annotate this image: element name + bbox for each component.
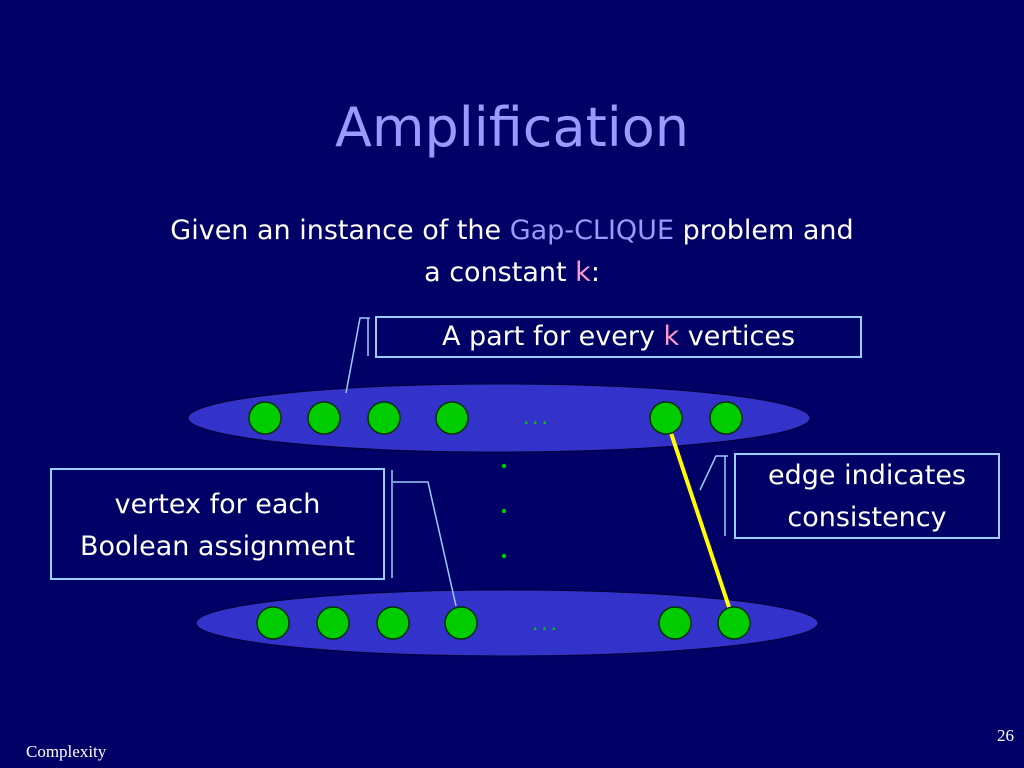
intro-text-fragment: Given an instance of the bbox=[170, 215, 510, 246]
vertex-top-4 bbox=[435, 401, 469, 435]
vertex-callout-line-1: vertex for each bbox=[114, 489, 321, 520]
intro-text: Given an instance of the Gap-CLIQUE prob… bbox=[0, 210, 1024, 294]
vertex-callout: vertex for each Boolean assignment bbox=[50, 468, 385, 580]
intro-text-fragment: a constant bbox=[424, 257, 576, 288]
ellipsis-top: ... bbox=[523, 405, 551, 429]
vertex-bottom-4 bbox=[444, 606, 478, 640]
consistency-edge bbox=[664, 417, 736, 623]
vertex-bottom-3 bbox=[376, 606, 410, 640]
edge-callout-line-1: edge indicates bbox=[768, 460, 966, 491]
intro-line-1: Given an instance of the Gap-CLIQUE prob… bbox=[0, 210, 1024, 252]
vertex-bottom-1 bbox=[256, 606, 290, 640]
vertex-bottom-5 bbox=[658, 606, 692, 640]
part-k-var: k bbox=[663, 321, 680, 352]
vertex-top-2 bbox=[307, 401, 341, 435]
vertex-top-6 bbox=[709, 401, 743, 435]
intro-text-fragment: : bbox=[590, 257, 600, 288]
vertical-dot-3 bbox=[501, 553, 507, 559]
edge-callout: edge indicates consistency bbox=[734, 453, 1000, 539]
footer-label: Complexity bbox=[26, 742, 107, 761]
part-callout-leader bbox=[345, 317, 370, 394]
vertex-bottom-2 bbox=[316, 606, 350, 640]
part-callout: A part for every k vertices bbox=[375, 316, 862, 358]
callout-text-fragment: vertices bbox=[679, 321, 796, 352]
vertical-dot-2 bbox=[501, 508, 507, 514]
edge-callout-line-2: consistency bbox=[787, 502, 947, 533]
ellipsis-bottom: ... bbox=[532, 611, 560, 635]
vertex-bottom-6 bbox=[717, 606, 751, 640]
intro-text-fragment: problem and bbox=[674, 215, 854, 246]
edge-callout-leader bbox=[699, 455, 728, 491]
vertical-dot-1 bbox=[501, 463, 507, 469]
vertex-top-5 bbox=[649, 401, 683, 435]
constant-k-var: k bbox=[575, 257, 591, 288]
callout-text-fragment: A part for every bbox=[441, 321, 664, 352]
part-callout-text: A part for every k vertices bbox=[377, 318, 860, 356]
intro-line-2: a constant k: bbox=[0, 252, 1024, 294]
part-ellipse-top bbox=[187, 383, 811, 453]
page-number: 26 bbox=[997, 726, 1014, 745]
vertex-top-1 bbox=[248, 401, 282, 435]
gap-clique-term: Gap-CLIQUE bbox=[509, 215, 674, 246]
vertex-callout-line-2: Boolean assignment bbox=[80, 531, 355, 562]
vertex-callout-leader bbox=[393, 481, 457, 607]
part-ellipse-bottom bbox=[195, 589, 819, 657]
vertex-top-3 bbox=[367, 401, 401, 435]
slide-title: Amplification bbox=[334, 96, 690, 159]
